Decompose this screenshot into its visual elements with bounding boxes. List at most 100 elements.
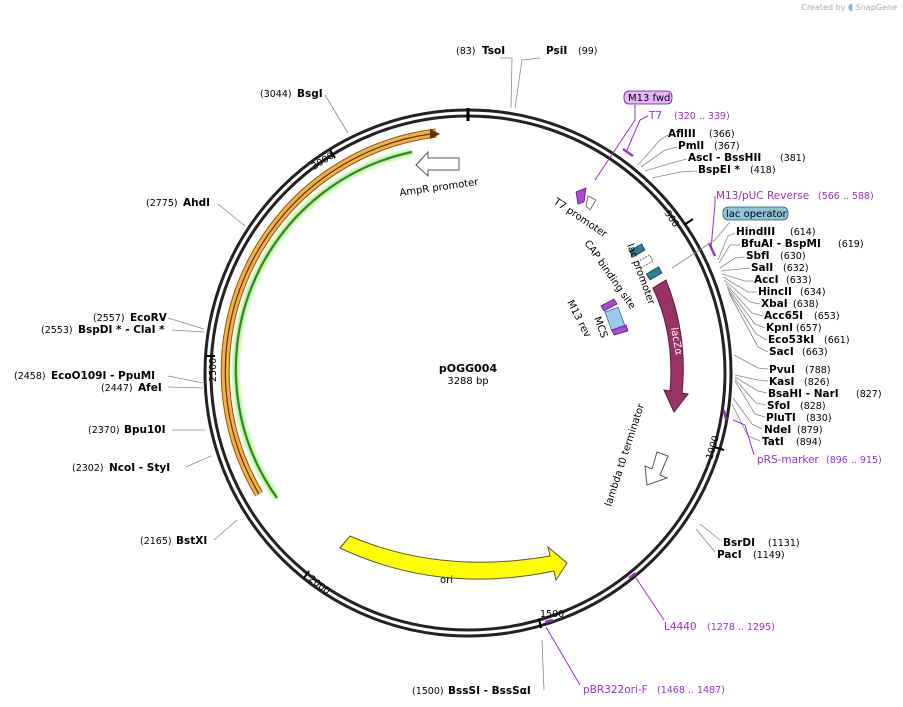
bsrdi-label: BsrDI	[723, 537, 755, 549]
sbfi-pos: (630)	[780, 251, 806, 262]
ecoo109i-connector	[167, 375, 204, 384]
ndei-connector	[732, 397, 763, 430]
pmli-pos: (367)	[714, 141, 740, 152]
paci-pos: (1149)	[753, 550, 785, 561]
hincii-label: HincII	[758, 286, 792, 298]
hindiii-pos: (614)	[790, 227, 816, 238]
t7-marker	[622, 147, 634, 158]
l4440-connector	[635, 577, 665, 621]
ampr-arc-line	[224, 133, 431, 495]
saci-pos: (663)	[802, 347, 828, 358]
ampr-promoter-feature: AmpR promoter	[399, 150, 480, 199]
ecorv-connector	[167, 317, 205, 330]
ndei-pos: (879)	[797, 425, 823, 436]
m13fwd-label: M13 fwd	[628, 93, 670, 104]
lacza-arrow	[652, 279, 689, 413]
bsahi-label: BsaHI - NarI	[768, 388, 839, 400]
afliii-pos: (366)	[709, 129, 735, 140]
asci-connector	[644, 158, 688, 172]
sfoi-pos: (828)	[800, 401, 826, 412]
pbr322-primer-label: pBR322ori-F	[583, 684, 648, 696]
afei-pos: (2447)	[101, 383, 133, 394]
hindiii-label: HindIII	[736, 226, 775, 238]
hincii-connector	[722, 276, 757, 293]
psii-pos: (99)	[578, 46, 598, 57]
sali-pos: (632)	[783, 263, 809, 274]
bsgi-pos: (3044)	[260, 89, 292, 100]
tick-label-1500: 1500	[540, 609, 564, 620]
psii-label: PsiI	[546, 45, 567, 57]
tati-pos: (894)	[796, 437, 822, 448]
bstxi-connector	[213, 519, 238, 541]
pvui-connector	[733, 354, 769, 370]
t7-primer-pos: (320 .. 339)	[674, 111, 730, 122]
pluti-connector	[734, 380, 766, 418]
acc65i-label: Acc65I	[764, 310, 803, 322]
plasmid-size: 3288 bp	[447, 376, 488, 387]
kpni-pos: (657)	[796, 323, 822, 334]
xbai-label: XbaI	[761, 298, 788, 310]
hincii-pos: (634)	[800, 287, 826, 298]
cap-feature: CAP binding site lac promoter	[582, 238, 663, 312]
paci-label: PacI	[717, 549, 742, 561]
acc65i-pos: (653)	[814, 311, 840, 322]
afliii-label: AflIII	[668, 128, 696, 140]
acci-connector	[721, 273, 753, 282]
pbr322-marker	[544, 618, 554, 624]
lac-promoter-box	[636, 254, 654, 269]
ampr-green-arc	[234, 150, 413, 499]
tick-2500: 2500	[205, 355, 219, 382]
ori-label: ori	[440, 575, 453, 586]
acci-pos: (633)	[786, 275, 812, 286]
kasi-pos: (826)	[804, 377, 830, 388]
mcs-feature: M13 rev MCS	[564, 298, 629, 340]
asci-pos: (381)	[780, 153, 806, 164]
eco53ki-pos: (661)	[824, 335, 850, 346]
bspei-connector	[651, 170, 698, 179]
prs-primer-pos: (896 .. 915)	[826, 455, 882, 466]
bsgi-label: BsgI	[297, 88, 323, 100]
eco53ki-label: Eco53kI	[768, 334, 814, 346]
lac-operator-badge: lac operator	[722, 206, 789, 221]
acc65i-connector	[725, 283, 764, 317]
m13-rev-mark	[600, 298, 618, 312]
ecoo109i-label: EcoO109I - PpuMI	[51, 370, 155, 382]
bspdi-label: BspDI * - ClaI *	[78, 324, 165, 336]
pluti-label: PluTI	[766, 412, 796, 424]
kpni-label: KpnI	[766, 322, 793, 334]
eco53ki-connector	[727, 289, 768, 341]
afliii-connector	[637, 134, 669, 166]
sali-connector	[720, 267, 751, 272]
ori-feature: ori	[339, 535, 568, 586]
bfuai-pos: (619)	[838, 239, 864, 250]
m13fwd-badge: M13 fwd	[623, 90, 673, 105]
tick-label-2000: 2000	[306, 574, 332, 598]
psii-connector	[514, 57, 541, 109]
t7-promoter-mark	[575, 187, 587, 205]
lacza-label: lacZα	[668, 327, 684, 357]
kasi-connector	[734, 374, 769, 382]
tsoi-pos: (83)	[456, 46, 476, 57]
tick-label-2500: 2500	[208, 358, 219, 382]
lacza-feature: lacZα	[652, 279, 689, 413]
m13puc-primer-pos: (566 .. 588)	[818, 191, 874, 202]
ncoi-label: NcoI - StyI	[109, 462, 170, 474]
l4440-marker	[628, 571, 637, 580]
afei-label: AfeI	[138, 382, 162, 394]
hindiii-connector	[717, 232, 736, 261]
t7-connector	[626, 115, 649, 151]
snapgene-branding: Created by ◖ SnapGene	[801, 2, 897, 13]
ahdi-label: AhdI	[183, 197, 210, 209]
pluti-pos: (830)	[806, 413, 832, 424]
m13-rev-label: M13 rev	[564, 298, 592, 339]
snapgene-name: SnapGene	[855, 3, 897, 12]
plasmid-name: pOGG004	[439, 362, 498, 375]
m13puc-connector	[710, 196, 716, 249]
asci-label: AscI - BssHII	[688, 152, 761, 164]
acci-label: AccI	[754, 274, 778, 286]
m13puc-marker	[707, 242, 717, 257]
bspei-pos: (418)	[750, 165, 776, 176]
ampr-promoter-arrow	[415, 150, 460, 178]
pmli-connector	[640, 146, 678, 168]
